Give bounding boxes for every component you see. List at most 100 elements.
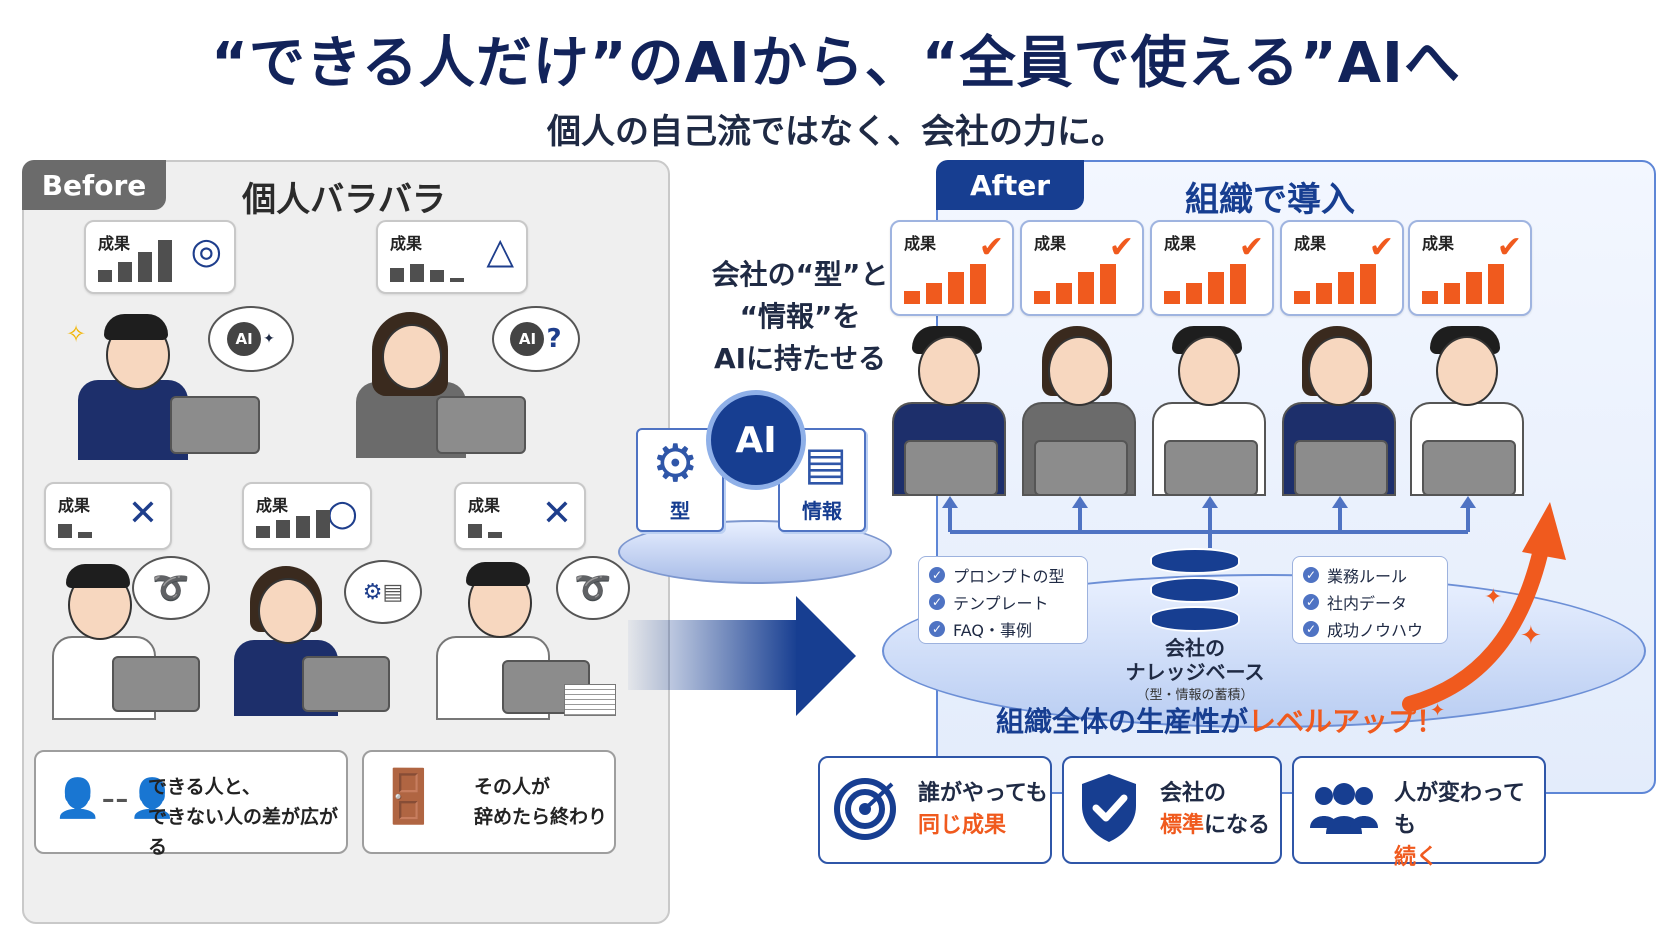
double-circle-icon: ◎ <box>190 231 222 272</box>
confused-bubble: ➰ <box>132 556 210 620</box>
check-circle-icon: ✔ <box>1238 230 1264 265</box>
after-person <box>882 316 1012 500</box>
result-bars <box>98 240 172 282</box>
bar <box>904 291 920 304</box>
before-person-2 <box>346 298 536 458</box>
result-bars <box>1294 264 1376 304</box>
bar <box>1100 264 1116 304</box>
after-person <box>1012 316 1142 500</box>
benefit-emph: 同じ成果 <box>918 813 1007 838</box>
check-icon: ✓ <box>1303 593 1319 610</box>
laptop-icon <box>1164 440 1258 496</box>
benefit-line: 会社の <box>1160 781 1227 806</box>
growth-arrow-icon: ✦ ✦ ✦ <box>1402 502 1566 721</box>
bar <box>1466 272 1482 304</box>
link-arrowhead <box>1332 496 1348 508</box>
head <box>1178 336 1240 406</box>
result-label: 成果 <box>904 234 937 253</box>
before-person-5 <box>432 556 622 720</box>
ai-core-icon: AI <box>706 390 806 490</box>
svg-text:✦: ✦ <box>1484 585 1502 610</box>
bar <box>256 526 270 538</box>
gear-icon: ⚙ <box>362 579 383 605</box>
after-person <box>1272 316 1402 500</box>
laptop-icon <box>436 396 526 454</box>
gear-document-bubble: ⚙▤ <box>344 560 422 624</box>
after-person <box>1400 316 1530 500</box>
knowledge-label: FAQ・事例 <box>953 620 1032 640</box>
bar <box>1034 291 1050 304</box>
note-line: その人が <box>474 776 551 798</box>
note-line: できる人と、 <box>148 776 261 798</box>
check-icon: ✓ <box>929 566 945 583</box>
check-icon: ✓ <box>1303 566 1319 583</box>
head <box>1436 336 1498 406</box>
result-label: 成果 <box>1294 234 1327 253</box>
result-bars <box>390 264 464 282</box>
benefit-company-standard: 会社の 標準になる <box>1062 756 1282 864</box>
result-bars <box>1164 264 1246 304</box>
before-result-card-5: 成果 ✕ <box>454 482 586 550</box>
target-icon <box>834 778 896 840</box>
bar <box>1316 283 1332 304</box>
head <box>382 324 442 390</box>
knowledge-label: 業務ルール <box>1327 566 1408 586</box>
knowledge-item: ✓ FAQ・事例 <box>929 615 1077 642</box>
circle-icon: ○ <box>326 493 358 534</box>
bar <box>276 520 290 538</box>
note-line: できない人の差が広がる <box>148 806 339 858</box>
link-arrowhead <box>1202 496 1218 508</box>
center-line: 会社の“型”と <box>711 258 889 291</box>
after-result-card: 成果✔ <box>1020 220 1144 316</box>
link-arrowhead <box>942 496 958 508</box>
bar <box>1294 291 1310 304</box>
shield-check-icon <box>1082 774 1136 842</box>
hair <box>66 564 130 588</box>
before-person-4 <box>226 556 396 716</box>
people-group-icon <box>1310 783 1378 834</box>
bar <box>316 510 330 538</box>
result-label: 成果 <box>58 496 91 515</box>
knowledge-base-note: （型・情報の蓄積） <box>1136 688 1254 703</box>
bar <box>1078 272 1094 304</box>
before-result-card-4: 成果 ○ <box>242 482 372 550</box>
kb-line: 会社の <box>1165 636 1225 660</box>
laptop-icon <box>1294 440 1388 496</box>
benefit-same-result: 誰がやっても 同じ成果 <box>818 756 1052 864</box>
after-result-card: 成果✔ <box>1280 220 1404 316</box>
document-icon: ▤ <box>382 579 404 605</box>
result-label: 成果 <box>1422 234 1455 253</box>
bar <box>1488 264 1504 304</box>
kb-line: ナレッジベース <box>1125 660 1265 684</box>
laptop-icon <box>170 396 260 454</box>
laptop-icon <box>302 656 390 712</box>
ai-badge: AI <box>510 322 545 356</box>
book-label: 型 <box>670 499 690 523</box>
knowledge-label: プロンプトの型 <box>953 566 1065 586</box>
page-title: “できる人だけ”のAIから、“全員で使える”AIへ <box>211 31 1461 96</box>
result-label: 成果 <box>1034 234 1067 253</box>
knowledge-list-right: ✓業務ルール ✓社内データ ✓成功ノウハウ <box>1292 556 1448 644</box>
bar <box>1338 272 1354 304</box>
result-label: 成果 <box>98 234 131 253</box>
bar <box>1056 283 1072 304</box>
ai-badge: AI <box>227 322 262 356</box>
link-line <box>950 530 1468 534</box>
head <box>1308 336 1370 406</box>
check-icon: ✓ <box>1303 620 1319 637</box>
knowledge-list-left: ✓ プロンプトの型 ✓テンプレート ✓ FAQ・事例 <box>918 556 1088 644</box>
knowledge-item: ✓テンプレート <box>929 588 1077 615</box>
page-subtitle: 個人の自己流ではなく、会社の力に。 <box>547 112 1125 152</box>
knowledge-item: ✓ プロンプトの型 <box>929 561 1077 588</box>
levelup-prefix: 組織全体の生産性が <box>995 705 1248 738</box>
person-leaving-door-icon: 🚪 <box>376 767 441 827</box>
confused-bubble: ➰ <box>556 556 630 620</box>
check-icon: ✓ <box>929 620 945 637</box>
svg-text:✦: ✦ <box>1520 621 1542 651</box>
before-note-leave: 🚪 その人が 辞めたら終わり <box>362 750 616 854</box>
knowledge-item: ✓社内データ <box>1303 588 1437 615</box>
benefit-emph: 標準 <box>1160 813 1205 838</box>
check-circle-icon: ✔ <box>978 230 1004 265</box>
before-result-card-2: 成果 △ <box>376 220 528 294</box>
laptop-icon <box>112 656 200 712</box>
